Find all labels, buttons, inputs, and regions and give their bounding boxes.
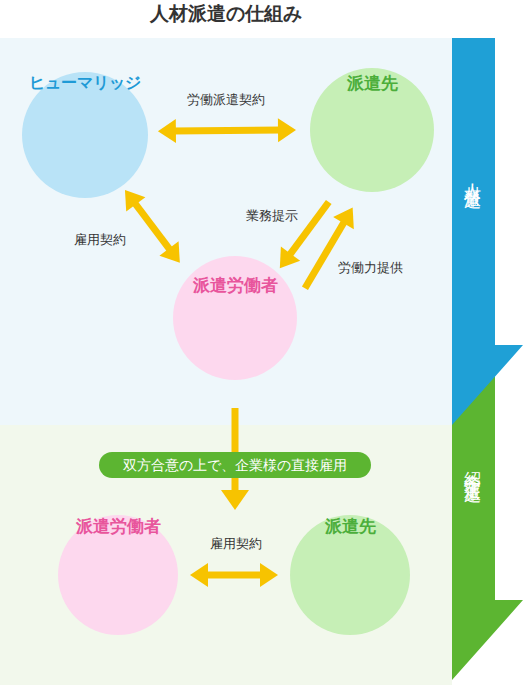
node-circle: 派遣労働者 [58,515,178,635]
node-circle: 派遣労働者 [173,256,297,380]
band-fill [452,38,523,425]
connector-arrow [158,118,296,143]
building-icon [353,107,389,156]
connector-arrow [190,563,278,587]
worker-icon [234,307,272,356]
connector-arrow [125,190,180,263]
arrow-head [278,118,296,142]
arrow-shaft [204,572,263,579]
circle-fill [173,256,297,380]
node-circle: 派遣先 [310,68,434,192]
band-fill [452,345,523,680]
node-circle: 派遣先 [290,515,410,635]
arrow-head [333,208,354,230]
top-section-background [0,38,452,425]
node-title: 派遣先 [290,73,454,93]
edge-label: 業務提示 [246,207,298,225]
connector-arrow [305,208,354,289]
company-logo [62,113,108,159]
section-band: 人材派遣 [452,38,523,425]
diagram-title: 人材派遣の仕組み [0,0,452,38]
connector-arrow [235,408,236,452]
arrow-head [158,119,176,143]
edge-label: 雇用契約 [210,535,262,553]
note-text: 双方合意の上で、企業様の直接雇用 [99,452,371,478]
arrow-head [260,563,278,587]
note-pill: 双方合意の上で、企業様の直接雇用 [99,452,371,478]
node-title: 派遣労働者 [153,275,317,295]
arrow-head [190,563,208,587]
worker-icon [119,560,157,609]
node-outline [173,256,297,380]
band-label: 紹介予定派遣 [463,458,483,476]
arrow-shaft [232,408,239,452]
arrow-head [125,190,145,212]
arrow-head [159,241,179,263]
edge-label: 労働力提供 [338,259,403,277]
building-icon [332,552,368,601]
node-title: 派遣労働者 [38,516,198,536]
arrow-shaft [305,220,345,288]
node-title: ヒューマリッジ [2,73,168,93]
node-title: 派遣先 [270,516,430,536]
down-arrow [221,478,249,510]
band-label: 人材派遣 [463,170,483,182]
node-outline [452,38,523,425]
node-circle: ヒューマリッジ [22,72,148,198]
edge-label: 雇用契約 [74,231,126,249]
edge-label: 労働派遣契約 [187,91,265,109]
arrow-shaft [134,202,172,252]
worker-icon [191,308,229,356]
arrow-head [280,247,300,269]
bottom-section-background [0,425,452,685]
arrow-shaft [172,127,281,135]
worker-icon [77,561,115,609]
